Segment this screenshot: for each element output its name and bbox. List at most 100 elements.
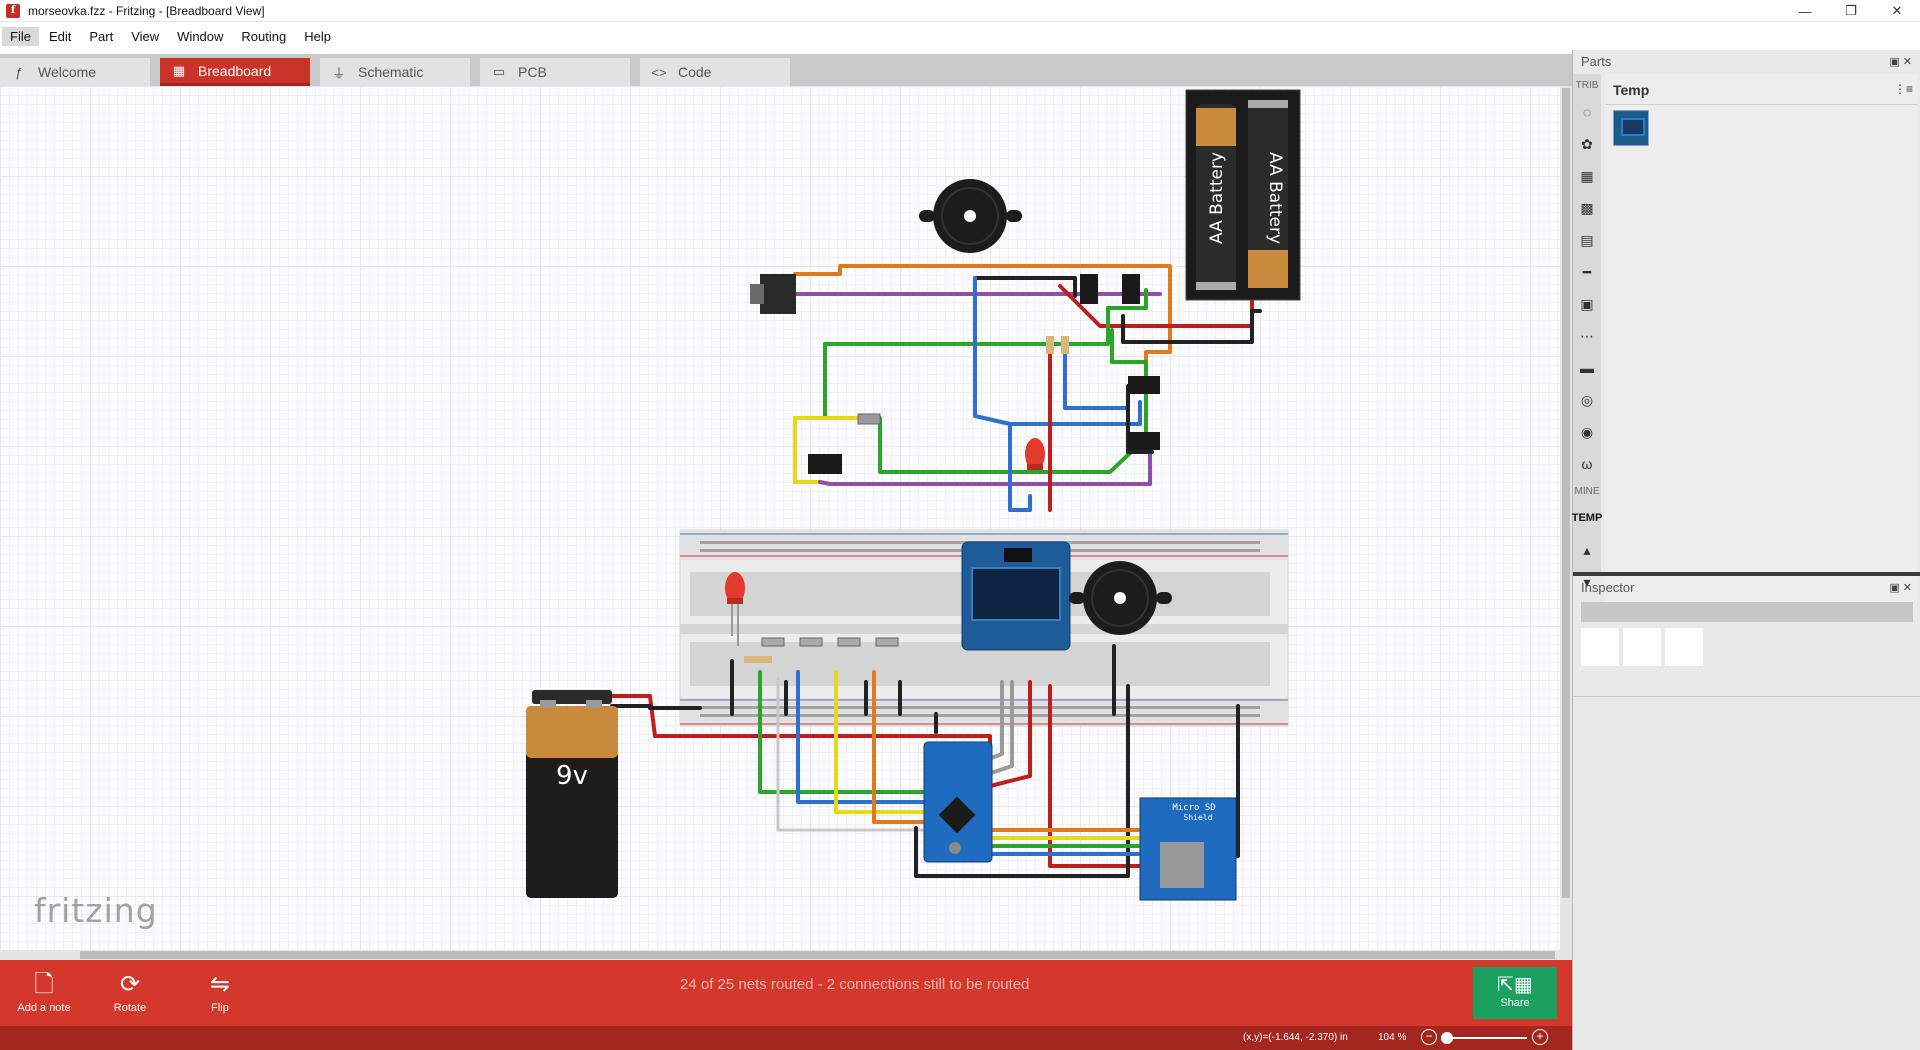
led-red-breadboard [725, 572, 745, 604]
sensor-icon[interactable]: ▣ [1580, 295, 1594, 312]
tab-code[interactable]: <> Code [640, 58, 790, 86]
scroll-down-icon[interactable]: ▾ [1583, 573, 1591, 590]
add-note-button[interactable]: 🗋 Add a note [4, 968, 84, 1014]
menu-window[interactable]: Window [177, 28, 224, 44]
menu-routing[interactable]: Routing [241, 28, 287, 44]
inspector-controls[interactable]: ▣ ✕ [1889, 582, 1912, 594]
bottom-toolbar: 🗋 Add a note ⟳ Rotate ⇋ Flip 24 of 25 ne… [0, 960, 1572, 1026]
menu-edit[interactable]: Edit [48, 28, 72, 44]
tactile-button-4 [875, 637, 899, 647]
motor-icon[interactable]: ◉ [1580, 423, 1594, 440]
wire-yellow [793, 416, 862, 484]
zoom-slider[interactable] [1441, 1032, 1527, 1044]
vertical-scroll-thumb[interactable] [1562, 88, 1570, 898]
inspector-breadboard-preview [1581, 628, 1619, 666]
inspector-title-field [1581, 602, 1913, 622]
breadboard-canvas[interactable]: AA Battery AA Battery [0, 86, 1560, 960]
inspector-pcb-preview [1665, 628, 1703, 666]
pushbutton-left [808, 454, 842, 474]
aa-battery-label-2: AA Battery [1265, 152, 1285, 244]
tab-label: PCB [518, 64, 547, 80]
bin-temp[interactable]: TEMP [1571, 512, 1603, 524]
menu-part[interactable]: Part [89, 28, 114, 44]
flip-label: Flip [211, 1002, 229, 1014]
tab-schematic[interactable]: ⏚ Schematic [320, 58, 470, 86]
code-icon: <> [651, 64, 667, 80]
close-button[interactable]: ✕ [1891, 3, 1903, 18]
pushbutton-right-2 [1128, 432, 1160, 450]
routing-status[interactable]: 24 of 25 nets routed - 2 connections sti… [680, 976, 1030, 993]
menu-help[interactable]: Help [304, 28, 331, 44]
pushbutton-top-2 [1122, 274, 1140, 304]
pushbutton-right-1 [1128, 376, 1160, 394]
wire-orange-bb [872, 670, 928, 824]
tab-label: Code [678, 64, 712, 80]
breadboard-icon: ▦ [172, 62, 186, 78]
scroll-up-icon[interactable]: ▴ [1583, 541, 1591, 558]
tab-label: Welcome [38, 64, 97, 80]
share-button[interactable]: ⇱▦ Share [1473, 967, 1557, 1019]
tactile-button-2 [799, 637, 823, 647]
shield-icon[interactable]: ▩ [1580, 199, 1594, 216]
horizontal-scroll-thumb[interactable] [80, 951, 1555, 959]
small-resistor-top [857, 413, 881, 425]
tab-breadboard[interactable]: ▦ Breadboard [160, 58, 310, 86]
tab-welcome[interactable]: ƒ Welcome [0, 58, 150, 86]
minimize-button[interactable]: — [1798, 3, 1812, 19]
led-red-top [1025, 438, 1045, 470]
resistor-icon[interactable]: ━ [1582, 263, 1592, 280]
bin-menu-icon[interactable]: ⋮≡ [1893, 82, 1913, 96]
fritzing-app-icon: f [6, 3, 20, 18]
wire-black-9v [610, 704, 702, 710]
resistor-top-1 [1046, 336, 1054, 354]
menu-view[interactable]: View [131, 28, 160, 44]
zoom-out-button[interactable]: − [1421, 1029, 1437, 1045]
bin-contrib[interactable]: TRIB [1575, 79, 1599, 91]
fritzing-logo-icon: ƒ [15, 64, 23, 80]
antenna-icon[interactable]: ◎ [1580, 391, 1594, 408]
zoom-slider-knob[interactable] [1441, 1032, 1453, 1044]
pcb-icon: ▭ [492, 64, 506, 79]
zoom-in-button[interactable]: + [1532, 1029, 1548, 1045]
title-bar: f morseovka.fzz - Fritzing - [Breadboard… [0, 0, 1920, 22]
wire-black-top-1 [973, 276, 1077, 298]
vertical-scrollbar[interactable] [1560, 86, 1572, 960]
mine-bin-icon[interactable]: ω [1581, 456, 1593, 472]
microsd-label: Micro SD [1172, 803, 1215, 813]
flip-button[interactable]: ⇋ Flip [180, 968, 260, 1014]
window-title: morseovka.fzz - Fritzing - [Breadboard V… [28, 3, 265, 18]
module-icon[interactable]: ▤ [1580, 231, 1594, 248]
audio-jack [760, 274, 796, 314]
wire-black-top-3 [1121, 309, 1262, 344]
wire-green-right [1110, 328, 1148, 448]
parts-panel-controls[interactable]: ▣ ✕ [1889, 56, 1912, 68]
menu-file[interactable]: File [2, 26, 39, 46]
more-icon[interactable]: ⋯ [1580, 327, 1594, 344]
wire-red-oled [988, 680, 1032, 788]
wire-purple-bottom [818, 434, 1152, 486]
bin-mine[interactable]: MINE [1574, 485, 1600, 497]
resistor-breadboard [744, 656, 772, 663]
wire-green-bottom [878, 416, 1148, 474]
divider [1573, 696, 1920, 697]
horizontal-scrollbar[interactable] [0, 950, 1560, 960]
oled-part-thumbnail[interactable] [1613, 110, 1649, 146]
tab-pcb[interactable]: ▭ PCB [480, 58, 630, 86]
breakout-icon[interactable]: ▬ [1580, 360, 1594, 376]
wire-orange-top [793, 264, 1172, 388]
battery-9v-label: 9v [556, 761, 588, 791]
divider [1605, 104, 1917, 105]
core-bin-icon[interactable]: ◌ [1582, 104, 1592, 120]
chip-icon[interactable]: ▦ [1580, 167, 1594, 184]
wire-green-bb [758, 670, 928, 794]
restore-button[interactable]: ❐ [1845, 3, 1857, 18]
rotate-button[interactable]: ⟳ Rotate [90, 968, 170, 1014]
rotate-icon: ⟳ [119, 971, 141, 998]
view-tabs: ƒ Welcome ▦ Breadboard ⏚ Schematic ▭ PCB… [0, 54, 1572, 86]
tactile-button-1 [761, 637, 785, 647]
microcontroller-icon[interactable]: ✿ [1581, 135, 1593, 152]
wire-white-bb [776, 676, 928, 832]
pushbutton-top-1 [1080, 274, 1098, 304]
dock-separator[interactable] [1573, 572, 1920, 576]
parts-bin-tabs: TRIB ◌ ✿ ▦ ▩ ▤ ━ ▣ ⋯ ▬ ◎ ◉ ω MINE TEMP ▴… [1571, 74, 1603, 590]
